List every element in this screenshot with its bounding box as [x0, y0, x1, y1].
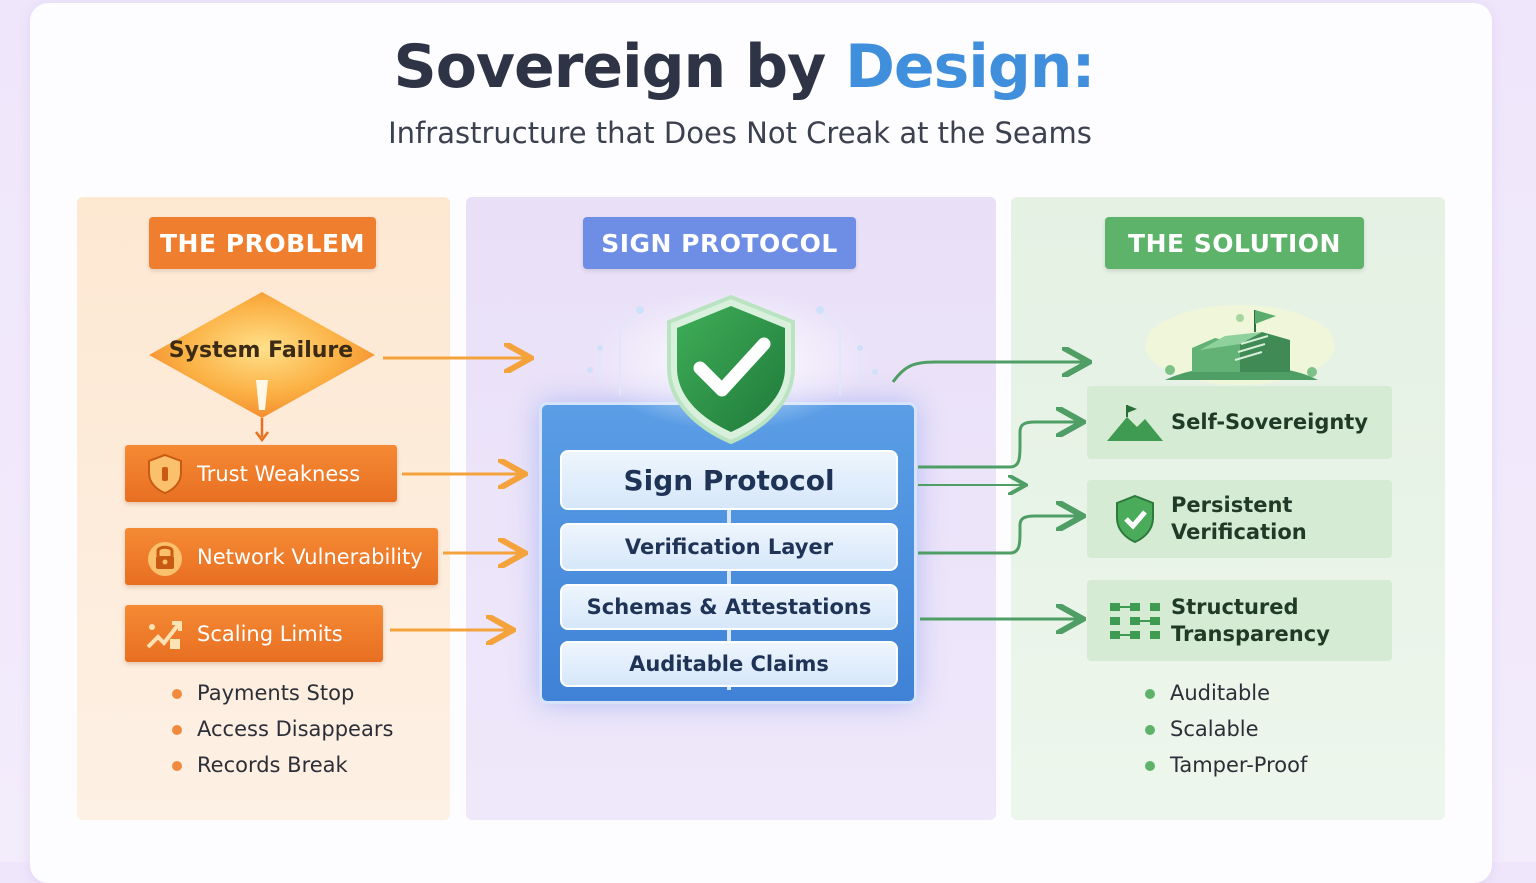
arrow-persistent [918, 516, 1080, 555]
scaling-icon [143, 612, 187, 656]
layer-verification: Verification Layer [560, 523, 898, 571]
arrow-to-illustration [891, 362, 1086, 383]
title-main: Sovereign by [393, 32, 846, 102]
shield-icon [143, 452, 187, 496]
trust-weakness-label: Trust Weakness [197, 461, 361, 486]
self-sovereignty-box: Self-Sovereignty [1087, 386, 1392, 459]
arrow-down-icon [255, 418, 269, 443]
self-sovereignty-label: Self-Sovereignty [1171, 410, 1369, 434]
system-failure-label: System Failure [168, 338, 354, 363]
network-grid-icon [1105, 601, 1165, 641]
layer-auditable-claims: Auditable Claims [560, 641, 898, 687]
lock-icon [143, 535, 187, 579]
label-line2: Verification [1171, 520, 1307, 544]
network-vulnerability-label: Network Vulnerability [197, 544, 423, 569]
layer-sign-protocol: Sign Protocol [560, 450, 898, 510]
label-line1: Structured [1171, 594, 1299, 619]
list-item: Access Disappears [172, 714, 393, 750]
scaling-limits-box: Scaling Limits [125, 605, 383, 662]
solution-header: THE SOLUTION [1105, 217, 1364, 269]
network-vulnerability-box: Network Vulnerability [125, 528, 438, 585]
scaling-limits-label: Scaling Limits [197, 621, 343, 646]
protocol-header: SIGN PROTOCOL [583, 217, 856, 269]
hill-flag-icon [1145, 305, 1335, 385]
list-item: Auditable [1145, 678, 1307, 714]
diagram-overlay [255, 290, 1335, 862]
shield-check-icon [667, 294, 795, 445]
page-subtitle: Infrastructure that Does Not Creak at th… [388, 116, 1092, 150]
list-item: Records Break [172, 750, 393, 786]
list-item: Payments Stop [172, 678, 393, 714]
page-title: Sovereign by Design: [0, 32, 1488, 102]
problem-header: THE PROBLEM [149, 217, 376, 269]
trust-weakness-box: Trust Weakness [125, 445, 397, 502]
list-item: Tamper-Proof [1145, 750, 1307, 786]
arrow-self-sovereignty [918, 422, 1080, 469]
shield-check-icon [1105, 494, 1165, 544]
layer-schemas-attestations: Schemas & Attestations [560, 584, 898, 630]
problem-bullets: Payments Stop Access Disappears Records … [172, 678, 393, 786]
solution-bullets: Auditable Scalable Tamper-Proof [1145, 678, 1307, 786]
mountain-flag-icon [1105, 403, 1165, 443]
list-item: Scalable [1145, 714, 1307, 750]
label-line1: Persistent [1171, 493, 1293, 517]
system-failure-diamond [149, 292, 375, 418]
title-accent: Design: [845, 32, 1095, 102]
label-line2: Transparency [1171, 621, 1330, 646]
